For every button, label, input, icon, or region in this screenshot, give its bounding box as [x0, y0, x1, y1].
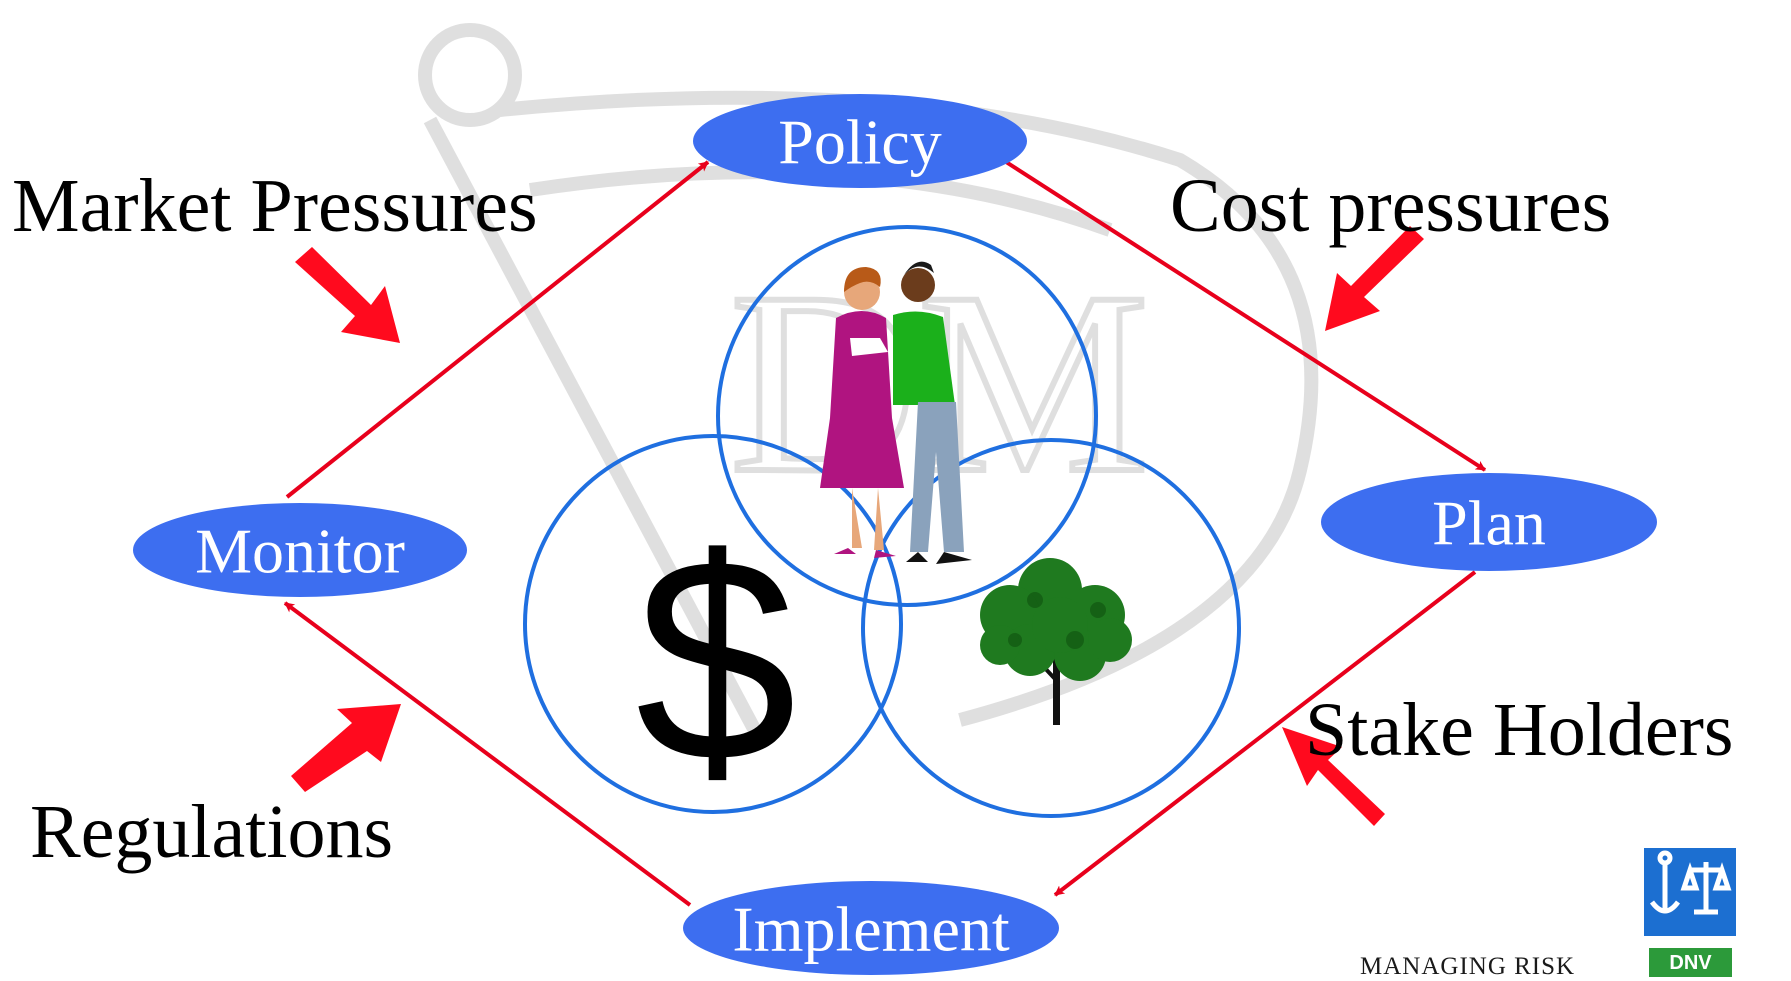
venn-circle-people — [716, 225, 1098, 607]
pressure-arrow-market — [295, 247, 400, 343]
arrow-policy-to-plan — [1001, 158, 1487, 472]
venn-circle-environment — [861, 438, 1241, 818]
label-regulations: Regulations — [30, 790, 394, 874]
node-implement[interactable]: Implement — [683, 881, 1059, 975]
node-policy[interactable]: Policy — [693, 94, 1027, 188]
dollar-symbol: $ — [635, 498, 796, 822]
pressure-arrows — [291, 226, 1424, 826]
cycle-arrows — [283, 158, 1487, 907]
node-implement-label: Implement — [732, 894, 1009, 965]
pressure-arrow-cost — [1325, 226, 1424, 331]
node-policy-label: Policy — [778, 107, 942, 178]
label-stake-holders: Stake Holders — [1305, 688, 1734, 772]
dnv-logo — [1644, 848, 1736, 977]
logo-brand: DNV — [1669, 952, 1712, 974]
arrow-monitor-to-policy — [285, 160, 710, 499]
node-plan[interactable]: Plan — [1321, 473, 1657, 571]
tree-icon — [980, 558, 1132, 725]
venn-circle-economy — [523, 434, 903, 814]
venn-circles — [523, 225, 1241, 818]
node-plan-label: Plan — [1432, 488, 1546, 559]
label-market-pressures: Market Pressures — [12, 164, 538, 248]
people-icon — [820, 261, 972, 564]
pressure-arrow-regulations — [291, 704, 401, 792]
pressure-arrow-stakeholders — [1282, 727, 1385, 826]
node-monitor-label: Monitor — [195, 516, 405, 587]
anchor-scales-icon — [1649, 850, 1732, 915]
label-cost-pressures: Cost pressures — [1170, 164, 1612, 248]
arrow-plan-to-implement — [1053, 570, 1477, 897]
logo-tagline: MANAGING RISK — [1360, 953, 1576, 980]
node-monitor[interactable]: Monitor — [133, 503, 467, 597]
arrow-implement-to-monitor — [283, 601, 692, 907]
